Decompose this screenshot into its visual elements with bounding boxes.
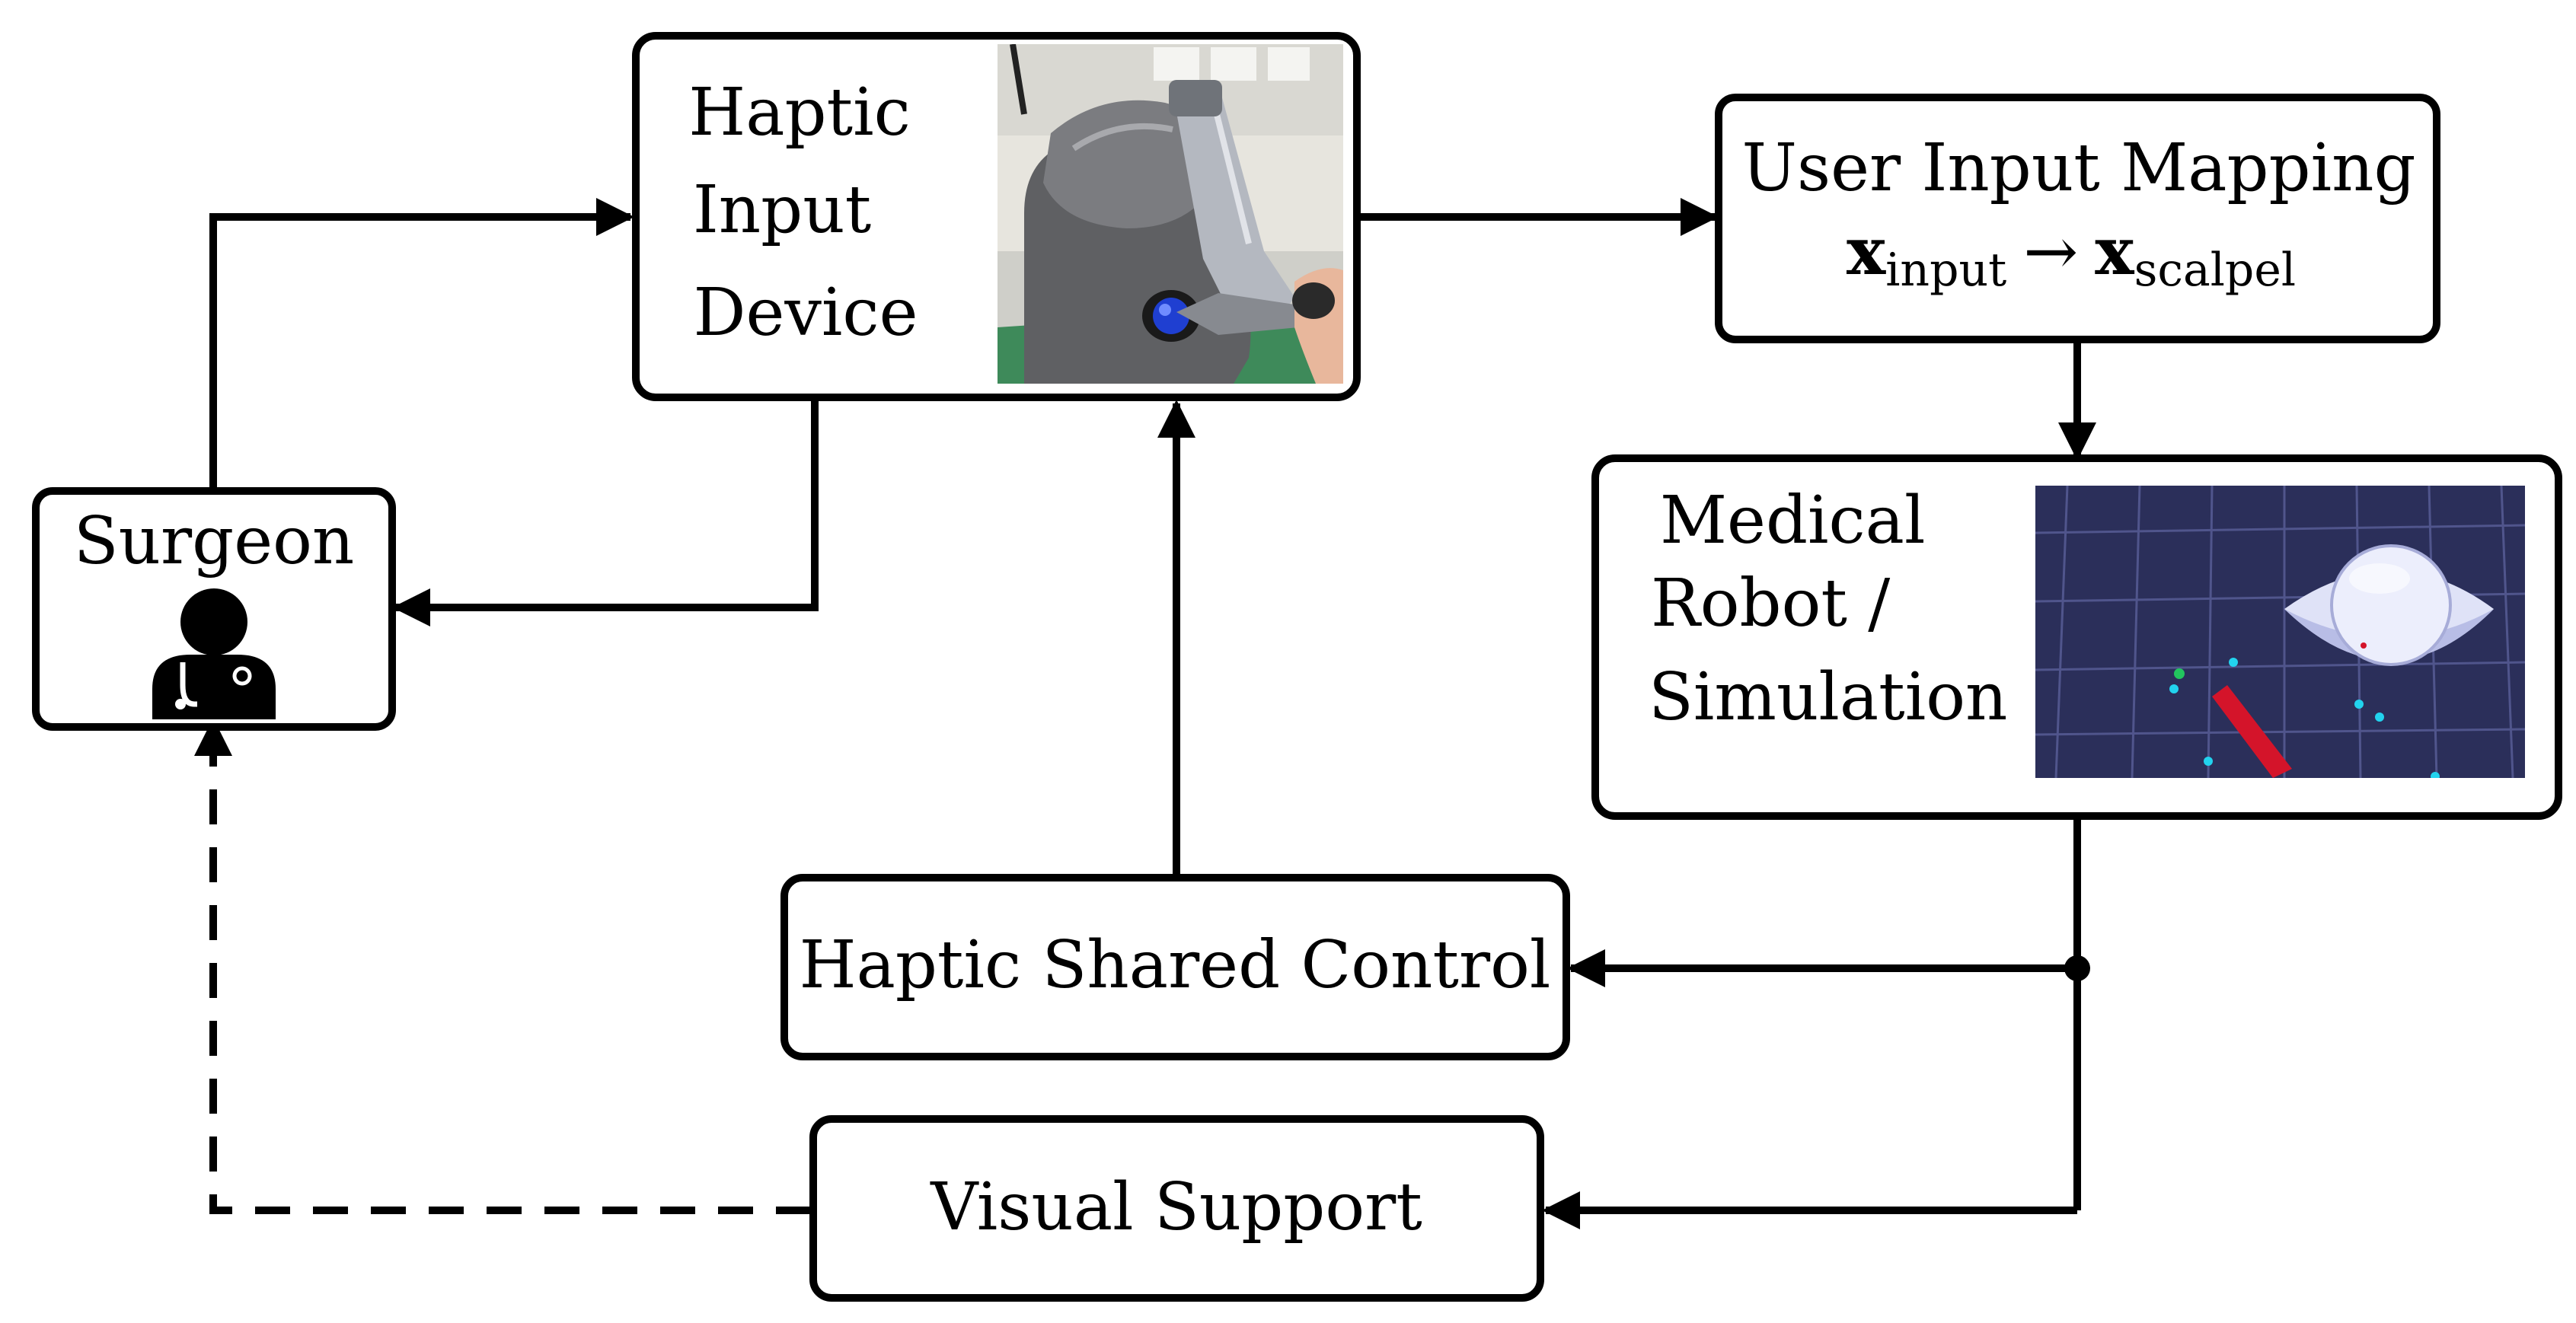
- edge-visual-support-to-surgeon: [194, 718, 811, 1214]
- haptic-device-photo: [998, 44, 1343, 384]
- visual-support-box: [809, 1115, 1544, 1302]
- haptic-device-label-line-1: Haptic: [688, 75, 911, 151]
- haptic-device-label-line-3: Device: [694, 275, 918, 351]
- formula-lhs-subscript: input: [1885, 244, 2006, 297]
- formula-rhs-symbol: x: [2095, 213, 2134, 290]
- mapping-formula: xinput→xscalpel: [1847, 213, 2296, 297]
- robot-label-line-3: Simulation: [1649, 659, 2007, 735]
- connectors: [194, 198, 2096, 1229]
- shared-control-node: Haptic Shared Control: [780, 874, 1570, 1060]
- haptic-device-label-line-2: Input: [693, 172, 871, 248]
- formula-rhs-subscript: scalpel: [2134, 244, 2296, 297]
- formula-arrow: →: [2023, 214, 2078, 290]
- shared-control-label: Haptic Shared Control: [800, 927, 1551, 1003]
- junction-dot: [2064, 955, 2090, 981]
- robot-label-line-2: Robot /: [1651, 566, 1890, 642]
- robot-label-line-1: Medical: [1660, 483, 1925, 559]
- edge-device-to-surgeon: [392, 400, 819, 626]
- surgeon-icon: [152, 588, 276, 719]
- formula-lhs-symbol: x: [1847, 213, 1886, 290]
- visual-support-label: Visual Support: [930, 1169, 1422, 1245]
- robot-node: Medical Robot / Simulation: [1591, 454, 2562, 820]
- visual-support-node: Visual Support: [809, 1115, 1544, 1302]
- shared-control-box: [780, 874, 1570, 1060]
- surgeon-label: Surgeon: [74, 503, 355, 579]
- surgeon-node: Surgeon: [32, 487, 396, 731]
- simulation-render: [2035, 486, 2525, 778]
- mapping-title: User Input Mapping: [1741, 130, 2415, 206]
- mapping-box: [1715, 94, 2440, 343]
- edge-surgeon-to-device: [209, 198, 634, 491]
- haptic-device-node: Haptic Input Device: [632, 32, 1361, 401]
- mapping-node: User Input Mapping xinput→xscalpel: [1715, 94, 2440, 343]
